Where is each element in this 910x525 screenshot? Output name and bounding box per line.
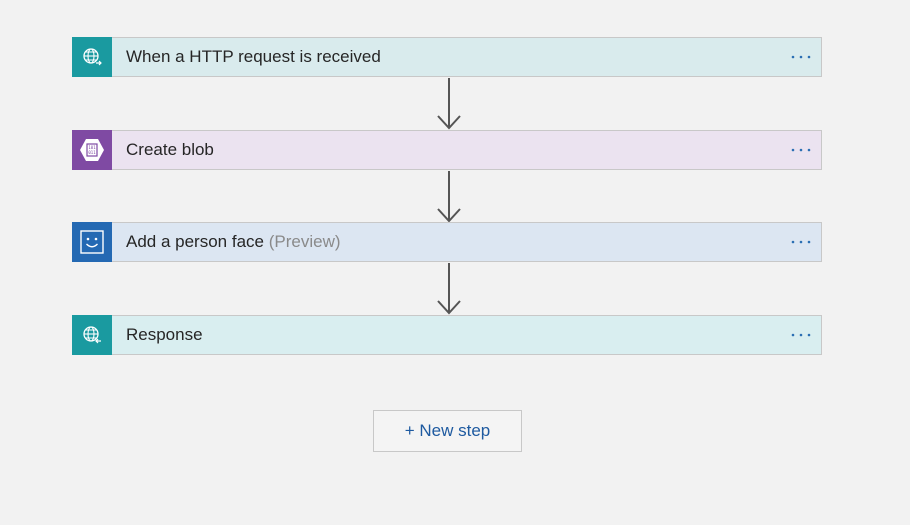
step-create-blob[interactable]: 101 011 Create blob: [72, 130, 822, 170]
ellipsis-icon: [791, 148, 811, 152]
connector-arrow: [436, 263, 462, 315]
svg-text:011: 011: [88, 150, 96, 155]
arrow-down-icon: [437, 171, 461, 223]
storage-blob-icon: 101 011: [72, 130, 112, 170]
arrow-down-icon: [437, 263, 461, 315]
connector-arrow: [436, 171, 462, 223]
step-title: Create blob: [126, 140, 781, 160]
step-http-request-trigger[interactable]: When a HTTP request is received: [72, 37, 822, 77]
smiley-face-icon: [72, 222, 112, 262]
step-title: Add a person face (Preview): [126, 232, 781, 252]
step-title: When a HTTP request is received: [126, 47, 781, 67]
preview-label: (Preview): [268, 232, 341, 251]
more-options-button[interactable]: [781, 316, 821, 354]
step-response[interactable]: Response: [72, 315, 822, 355]
globe-icon: [72, 315, 112, 355]
step-title-text: When a HTTP request is received: [126, 47, 381, 66]
svg-text:101: 101: [88, 145, 96, 150]
connector-arrow: [436, 78, 462, 130]
step-title-text: Response: [126, 325, 203, 344]
step-title-text: Create blob: [126, 140, 214, 159]
more-options-button[interactable]: [781, 131, 821, 169]
more-options-button[interactable]: [781, 223, 821, 261]
step-title: Response: [126, 325, 781, 345]
globe-icon: [72, 37, 112, 77]
step-title-text: Add a person face: [126, 232, 264, 251]
more-options-button[interactable]: [781, 38, 821, 76]
ellipsis-icon: [791, 55, 811, 59]
new-step-label: + New step: [404, 421, 491, 440]
arrow-down-icon: [437, 78, 461, 130]
step-add-person-face[interactable]: Add a person face (Preview): [72, 222, 822, 262]
new-step-button[interactable]: + New step: [373, 410, 522, 452]
ellipsis-icon: [791, 240, 811, 244]
ellipsis-icon: [791, 333, 811, 337]
